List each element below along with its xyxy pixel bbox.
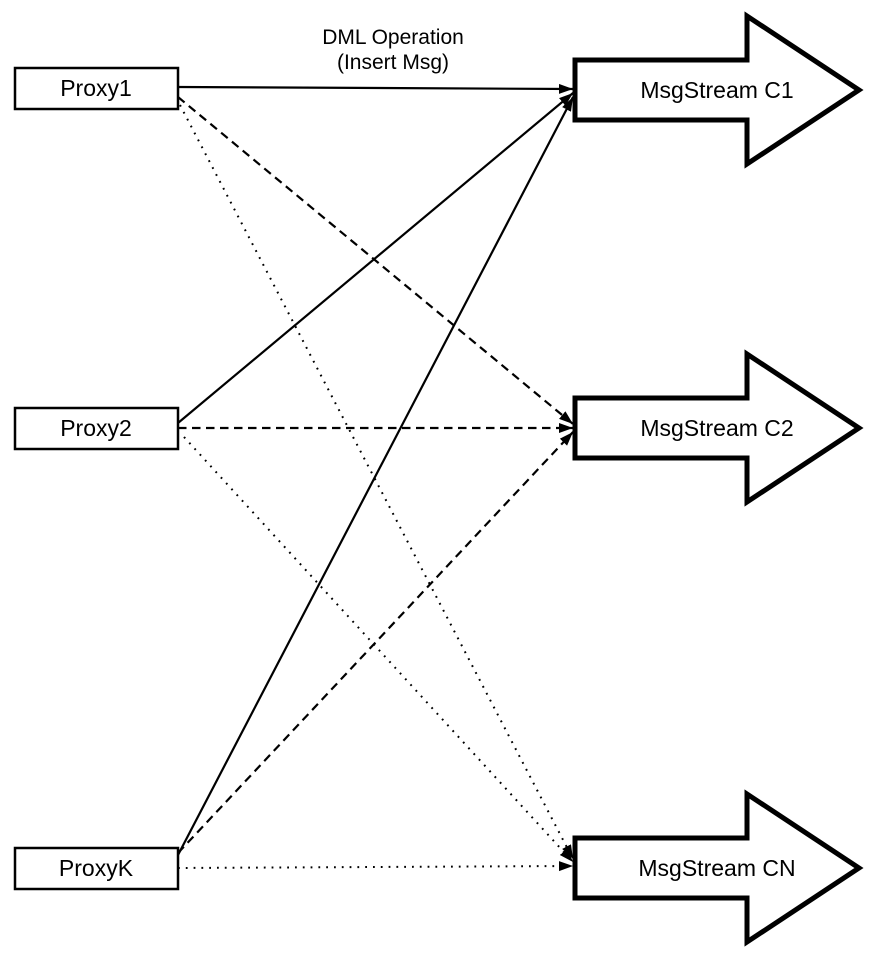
msgstream-c2-label: MsgStream C2	[640, 415, 793, 441]
edge-proxy2-to-msgstream-cn	[183, 436, 574, 863]
edge-proxy1-to-msgstream-c1	[177, 83, 574, 94]
msgstream-cn-label: MsgStream CN	[638, 855, 795, 881]
edge-proxy2-to-msgstream-c1	[177, 92, 574, 424]
proxy1-node: Proxy1	[13, 66, 180, 111]
msgstream-c1-arrow-shape	[572, 11, 864, 169]
proxy1-box	[13, 66, 180, 111]
proxy2-label: Proxy2	[60, 415, 132, 441]
proxy2-node: Proxy2	[13, 406, 180, 451]
msgstream-c2-node: MsgStream C2	[572, 349, 864, 507]
edge-proxyk-to-msgstream-cn	[177, 861, 574, 872]
edge-proxyk-to-msgstream-c2	[177, 431, 574, 854]
proxyk-node: ProxyK	[13, 846, 180, 891]
edge-proxyk-to-msgstream-c1	[177, 96, 574, 856]
msgstream-c2-arrow-shape	[572, 349, 864, 507]
proxy1-label: Proxy1	[60, 75, 132, 101]
msgstream-c1-label: MsgStream C1	[640, 77, 793, 103]
edge-proxy1-to-msgstream-c2	[177, 96, 574, 425]
msgstream-cn-arrow-shape	[572, 789, 864, 947]
proxyk-box	[13, 846, 180, 891]
edge-proxy1-to-msgstream-cn	[179, 104, 574, 860]
msgstream-cn-node: MsgStream CN	[572, 789, 864, 947]
msgstream-c1-node: MsgStream C1	[572, 11, 864, 169]
proxyk-label: ProxyK	[59, 855, 134, 881]
diagram-title-line2: (Insert Msg)	[337, 51, 449, 74]
proxy2-box	[13, 406, 180, 451]
diagram-title-line1: DML Operation	[322, 26, 464, 49]
